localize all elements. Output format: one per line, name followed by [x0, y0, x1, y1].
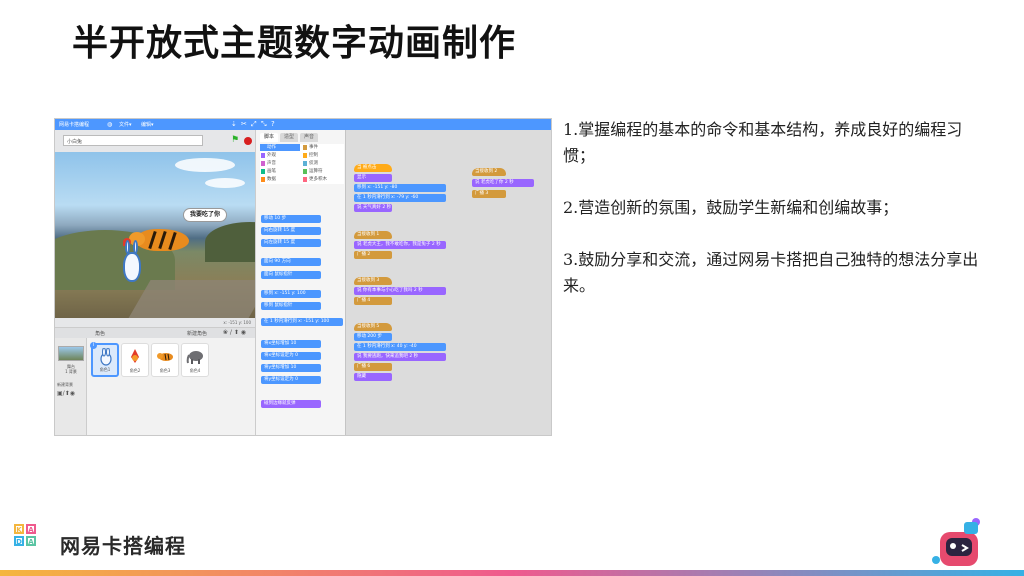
objective-3: 3.鼓励分享和交流，通过网易卡搭把自己独特的想法分享出来。: [563, 250, 979, 295]
script-block[interactable]: 广播 6: [354, 363, 392, 371]
sprite-pane-label: 角色: [95, 331, 106, 337]
stop-icon[interactable]: [244, 137, 252, 145]
sprite-pane: 角色 新建角色 ❀ / ⬆ ◉ 舞台 1 背景 新建背景 ▣/⬆◉ i 角色1 …: [55, 327, 255, 435]
script-block[interactable]: 显示: [354, 174, 392, 182]
category-4[interactable]: 画笔: [260, 168, 300, 175]
sprite-card-2[interactable]: 角色2: [121, 343, 149, 377]
script-block[interactable]: 说 老虎大王，我不敢吃你，我是兔子 2 秒: [354, 241, 446, 249]
menu-file[interactable]: 文件▾: [119, 122, 132, 128]
new-backdrop-label: 新建背景: [57, 382, 73, 387]
script-block[interactable]: 广播 4: [354, 297, 392, 305]
palette-block[interactable]: 面向 鼠标指针: [261, 271, 321, 279]
palette-block[interactable]: 向左旋转 15 度: [261, 239, 321, 247]
script-block[interactable]: 当接收到 5: [354, 323, 392, 331]
category-1[interactable]: 动作: [260, 144, 300, 151]
palette-block[interactable]: 将x坐标增加 10: [261, 340, 321, 348]
palette-block[interactable]: 碰到边缘就反弹: [261, 400, 321, 408]
sprite-card-4[interactable]: 角色4: [181, 343, 209, 377]
backdrop-count: 1 背景: [65, 369, 77, 374]
tab-scripts[interactable]: 脚本: [260, 133, 278, 142]
sprite-name: 角色3: [159, 368, 171, 373]
script-block[interactable]: 当接收到 3: [354, 277, 392, 285]
palette-block[interactable]: 移动 10 步: [261, 215, 321, 223]
new-sprite-label: 新建角色: [187, 331, 208, 337]
category-6[interactable]: 事件: [302, 144, 342, 151]
objective-2: 2.营造创新的氛围，鼓励学生新编和创编故事；: [563, 198, 899, 217]
palette-block[interactable]: 移到 鼠标指针: [261, 302, 321, 310]
editor-menubar: 网易卡搭编程 ◍ 文件▾ 编辑▾ ⇣ ✂ ⤢ ⤡ ?: [55, 119, 551, 130]
sprite-card-3[interactable]: 角色3: [151, 343, 179, 377]
sprite-card-1[interactable]: i 角色1: [90, 342, 119, 377]
editor-screenshot: 网易卡搭编程 ◍ 文件▾ 编辑▾ ⇣ ✂ ⤢ ⤡ ? 小白兔 ⚑ 我要吃了你 x…: [54, 118, 552, 436]
script-block[interactable]: 移动 200 步: [354, 333, 392, 341]
backdrop-label: 舞台: [67, 364, 75, 369]
script-block[interactable]: 在 1 秒内滑行到 x: -79 y: -60: [354, 194, 446, 202]
category-3[interactable]: 声音: [260, 160, 300, 167]
palette-block[interactable]: 将y坐标增加 10: [261, 364, 321, 372]
script-block[interactable]: 说 天气真好 2 秒: [354, 204, 392, 212]
brand-name: 网易卡搭编程: [60, 534, 186, 558]
shrink-icon[interactable]: ⤡: [261, 120, 267, 128]
script-block[interactable]: 隐藏: [354, 373, 392, 381]
category-5[interactable]: 数据: [260, 176, 300, 183]
objective-1: 1.掌握编程的基本的命令和基本结构，养成良好的编程习惯；: [563, 120, 963, 165]
script-block[interactable]: 说 老虎吃了你 2 秒: [472, 179, 534, 187]
footer-stripe: [0, 570, 1024, 576]
palette-block[interactable]: 在 1 秒内滑行到 x: -151 y: 100: [261, 318, 343, 326]
script-block[interactable]: 移到 x: -151 y: -80: [354, 184, 446, 192]
script-block[interactable]: 在 1 秒内滑行到 x: 40 y: -40: [354, 343, 446, 351]
stage-header: 小白兔 ⚑: [55, 130, 255, 152]
category-7[interactable]: 控制: [302, 152, 342, 159]
category-10[interactable]: 更多积木: [302, 176, 342, 183]
tab-costumes[interactable]: 造型: [280, 133, 298, 142]
menu-edit[interactable]: 编辑▾: [141, 122, 154, 128]
duplicate-icon[interactable]: ⇣: [231, 120, 237, 128]
script-block[interactable]: 广播 3: [472, 190, 506, 198]
green-flag-icon[interactable]: ⚑: [231, 135, 240, 145]
palette-block[interactable]: 面向 90 方向: [261, 258, 321, 266]
project-name-field[interactable]: 小白兔: [63, 135, 203, 146]
category-2[interactable]: 外观: [260, 152, 300, 159]
script-area[interactable]: 当 被点击显示移到 x: -151 y: -80 在 1 秒内滑行到 x: -79…: [345, 130, 551, 435]
category-grid: 动作外观声音画笔数据 事件控制侦测运算符更多积木: [260, 144, 344, 184]
sprite-name: 角色4: [189, 368, 201, 373]
palette-block[interactable]: 移到 x: -151 y: 100: [261, 290, 321, 298]
speech-bubble: 我要吃了你: [183, 208, 227, 222]
kada-logo-icon: K A D A: [14, 524, 48, 558]
app-title: 网易卡搭编程: [59, 122, 90, 128]
script-block[interactable]: 当 被点击: [354, 164, 392, 172]
slide-title: 半开放式主题数字动画制作: [72, 23, 517, 64]
globe-icon[interactable]: ◍: [107, 121, 113, 128]
sprite-tools-icons[interactable]: ❀ / ⬆ ◉: [223, 329, 247, 336]
rabbit-sprite[interactable]: [123, 252, 141, 282]
script-block[interactable]: 当接收到 2: [472, 168, 506, 176]
script-block[interactable]: 当接收到 1: [354, 231, 392, 239]
objectives-list: 1.掌握编程的基本的命令和基本结构，养成良好的编程习惯； 2.营造创新的氛围，鼓…: [563, 117, 983, 325]
backdrop-thumbnail[interactable]: [58, 346, 84, 361]
palette-block[interactable]: 将x坐标设定为 0: [261, 352, 321, 360]
stage-canvas[interactable]: 我要吃了你: [55, 152, 255, 318]
palette-block[interactable]: 将y坐标设定为 0: [261, 376, 321, 384]
script-block[interactable]: 说 你有本事与小心吃了我吗 2 秒: [354, 287, 446, 295]
tab-sounds[interactable]: 声音: [300, 133, 318, 142]
sprite-name: 角色1: [99, 367, 111, 372]
info-icon[interactable]: i: [90, 342, 97, 349]
script-block[interactable]: 广播 2: [354, 251, 392, 259]
backdrop-column: 舞台 1 背景 新建背景 ▣/⬆◉: [55, 338, 87, 435]
script-block[interactable]: 说 我要逃跑，快来追我吧 2 秒: [354, 353, 446, 361]
backdrop-tools-icons[interactable]: ▣/⬆◉: [57, 390, 75, 397]
delete-icon[interactable]: ✂: [241, 120, 247, 128]
grow-icon[interactable]: ⤢: [251, 120, 257, 128]
mascot-icon: [932, 518, 980, 566]
help-icon[interactable]: ?: [271, 120, 275, 128]
stage-coords: x: -151 y: 100: [55, 318, 255, 327]
sprite-name: 角色2: [129, 368, 141, 373]
category-8[interactable]: 侦测: [302, 160, 342, 167]
category-9[interactable]: 运算符: [302, 168, 342, 175]
palette-block[interactable]: 向右旋转 15 度: [261, 227, 321, 235]
block-palette: 脚本 造型 声音 动作外观声音画笔数据事件控制侦测运算符更多积木 移动 10 步…: [255, 130, 345, 435]
